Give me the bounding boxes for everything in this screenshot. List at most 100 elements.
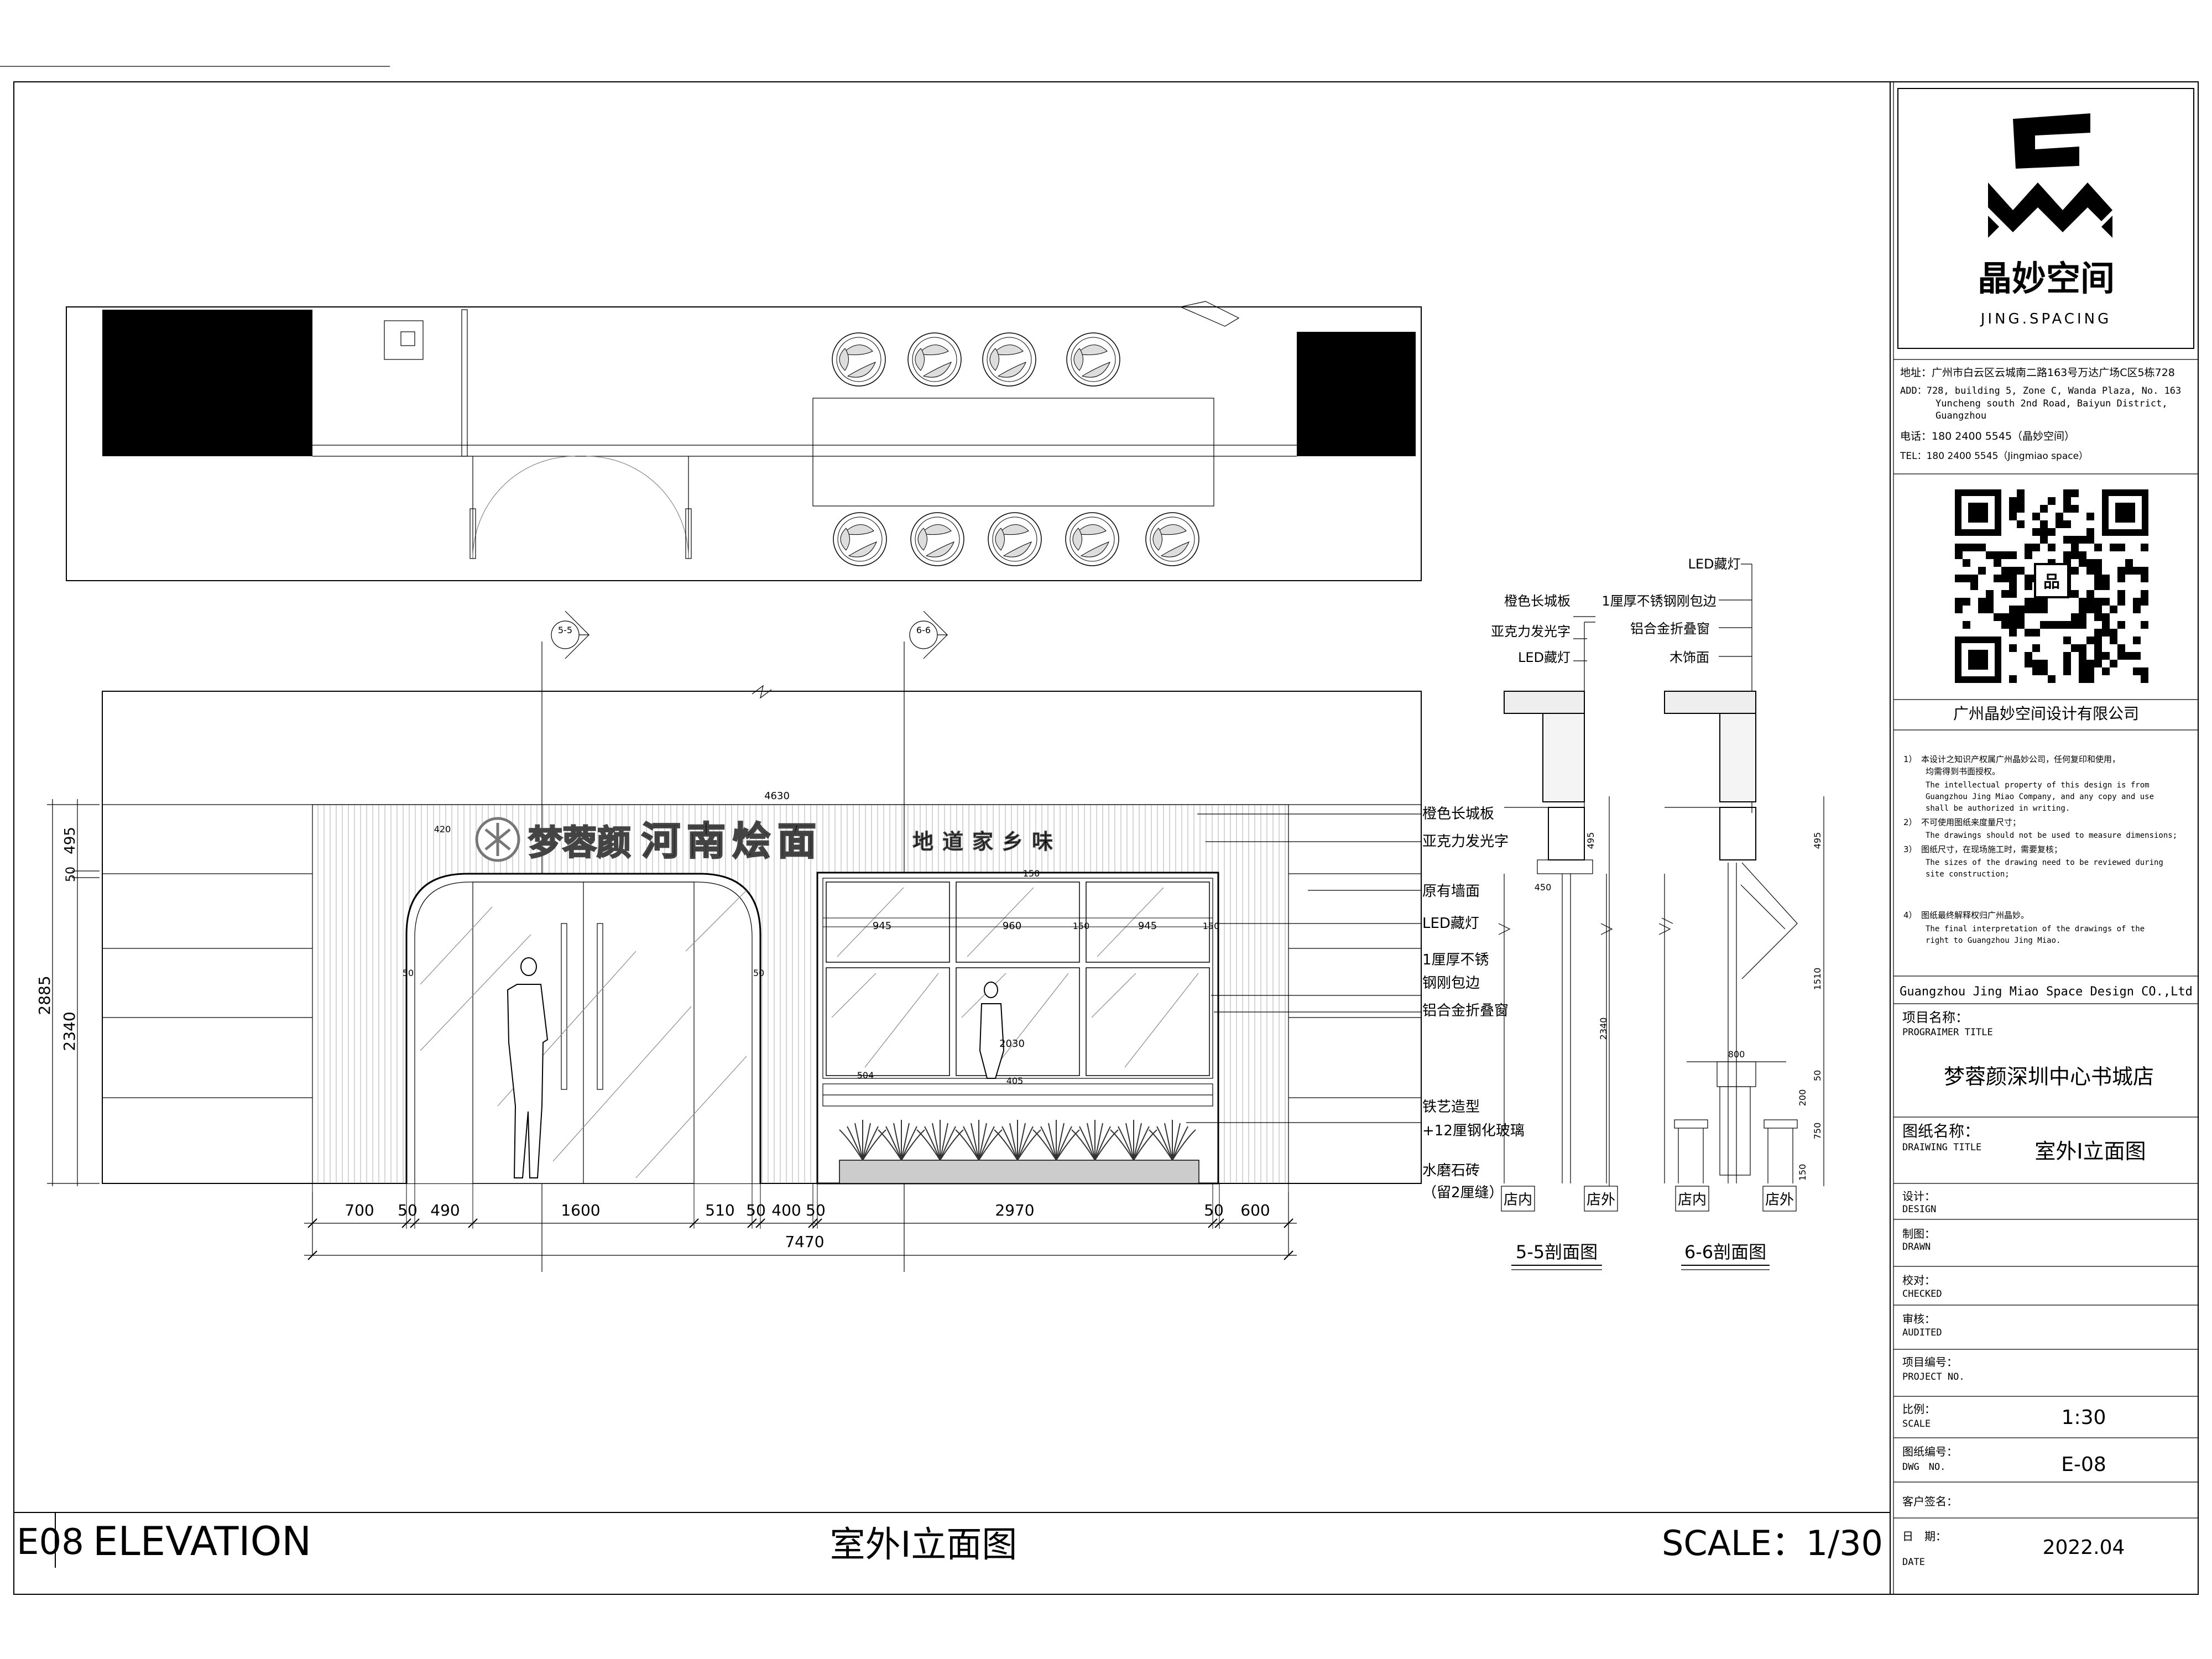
note-line: right to Guangzhou Jing Miao. — [1926, 936, 2060, 945]
section-callout: LED藏灯 — [1688, 556, 1740, 572]
dim-label: 50 — [753, 968, 764, 978]
company-name-cn: 广州晶妙空间设计有限公司 — [1953, 705, 2139, 723]
person-silhouette — [507, 957, 549, 1178]
logo-text-cn: 晶妙空间 — [1978, 258, 2115, 299]
dim-label: 150 — [1797, 1164, 1808, 1181]
dim-label: 495 — [1585, 832, 1596, 849]
callout: 钢刚包边 — [1422, 975, 1480, 992]
logo-box — [1897, 88, 2194, 349]
window-pane — [956, 967, 1080, 1076]
stool-icon — [832, 332, 886, 387]
design-label-cn: 设计： — [1902, 1190, 1936, 1203]
window-pane — [1086, 967, 1210, 1076]
note-line: site construction; — [1926, 870, 2010, 879]
elevation-callouts: 橙色长城板 亚克力发光字 原有墙面 LED藏灯 1厘厚不锈 钢刚包边 铝合金折叠… — [1186, 806, 1525, 1201]
client-label-cn: 客户签名： — [1902, 1495, 1958, 1508]
drawing-value: 室外Ⅰ立面图 — [2034, 1139, 2146, 1164]
dwgno-label-en: DWG NO. — [1902, 1462, 1945, 1473]
signage: 梦蓉颜 河南烩面 地道家乡味 — [475, 817, 1062, 864]
callout: 铁艺造型 — [1422, 1099, 1480, 1115]
dim-label: 800 — [1728, 1049, 1745, 1060]
plan-door-swing — [472, 456, 576, 559]
date-value: 2022.04 — [2043, 1536, 2125, 1559]
audited-label-cn: 审核： — [1902, 1312, 1936, 1326]
dim-label: 504 — [857, 1070, 874, 1081]
note-line: The final interpretation of the drawings… — [1926, 925, 2145, 933]
scale-value: 1:30 — [2062, 1406, 2106, 1429]
dim-label: 50 — [1812, 1070, 1823, 1081]
section-tag-5-5: 5-5 — [558, 625, 572, 635]
dim-label: 50 — [746, 1201, 766, 1219]
stool-icon — [907, 332, 962, 387]
door-handle — [561, 923, 567, 1090]
project-label-en: PROGRAIMER TITLE — [1902, 1027, 1993, 1038]
footer-code: E08 — [17, 1522, 84, 1563]
project-value: 梦蓉颜深圳中心书城店 — [1944, 1065, 2154, 1089]
company-name-en: Guangzhou Jing Miao Space Design CO.,Ltd — [1900, 985, 2193, 999]
phone-en: TEL：180 2400 5545（Jingmiao space） — [1900, 451, 2088, 462]
section-6-6: LED藏灯 1厘厚不锈钢刚包边 铝合金折叠窗 木饰面 495 1510 800 … — [1601, 556, 1824, 1270]
label-outside: 店外 — [1587, 1192, 1615, 1208]
callout: 亚克力发光字 — [1422, 833, 1509, 850]
plan-sink — [384, 320, 424, 360]
plant-icon — [994, 1120, 1041, 1161]
dim-label: 945 — [1138, 920, 1157, 932]
logo-text-en: JING.SPACING — [1980, 311, 2111, 327]
callout: （留2厘缝） — [1422, 1185, 1504, 1201]
sign-brand: 梦蓉颜 — [528, 822, 631, 863]
plan-stools-bottom — [833, 512, 1199, 566]
design-label-en: DESIGN — [1902, 1204, 1936, 1215]
date-label-cn: 日 期： — [1902, 1530, 1947, 1543]
footer-label: ELEVATION — [93, 1518, 311, 1564]
note-line: The intellectual property of this design… — [1926, 781, 2150, 790]
plant-icon — [1149, 1120, 1196, 1161]
label-box — [1584, 1186, 1618, 1212]
section-callout: 铝合金折叠窗 — [1630, 621, 1710, 637]
sign-sub: 地道家乡味 — [912, 830, 1062, 854]
note-line: shall be authorized in writing. — [1926, 804, 2070, 813]
drawn-label-cn: 制图： — [1902, 1227, 1936, 1240]
phone-cn: 电话：180 2400 5545（晶妙空间） — [1900, 430, 2075, 442]
dwgno-value: E-08 — [2061, 1453, 2106, 1476]
section-5-5: 橙色长城板 亚克力发光字 LED藏灯 450 495 2340 店内 店外 5-… — [1491, 593, 1618, 1270]
dim-label: 495 — [62, 827, 79, 854]
dim-label: 2885 — [35, 975, 54, 1015]
callout: 原有墙面 — [1422, 883, 1480, 900]
notes-block: 1） 本设计之知识产权属广州晶妙公司，任何复印和使用， 均需得到书面授权。 Th… — [1903, 754, 2177, 945]
plan-partition — [461, 309, 468, 457]
floor-plan — [66, 301, 1422, 581]
dim-label: 700 — [345, 1201, 374, 1219]
dim-label: 2030 — [999, 1038, 1025, 1050]
callout: 铝合金折叠窗 — [1422, 1003, 1509, 1019]
plant-icon — [1110, 1120, 1157, 1161]
dim-label: 1510 — [1812, 968, 1823, 990]
plant-icon — [916, 1120, 964, 1161]
section-tag-6-6: 6-6 — [916, 625, 931, 635]
date-label-en: DATE — [1902, 1557, 1925, 1568]
dim-label: 750 — [1812, 1123, 1823, 1140]
planter-plants — [839, 1120, 1196, 1161]
plant-icon — [878, 1120, 925, 1161]
logo-mark-icon — [1988, 113, 2112, 238]
dim-label: 960 — [1003, 920, 1021, 932]
section-callout: 木饰面 — [1670, 650, 1709, 665]
stool-icon — [1145, 512, 1199, 566]
elevation: 梦蓉颜 河南烩面 地道家乡味 橙色长城板 亚克力发光字 原有墙面 LED藏灯 1… — [35, 685, 1525, 1260]
callout: 1厘厚不锈 — [1422, 952, 1489, 968]
scale-label-cn: 比例： — [1902, 1402, 1936, 1416]
break-symbol — [752, 685, 772, 699]
dim-label: 600 — [1240, 1201, 1270, 1219]
callout: 水磨石砖 — [1422, 1162, 1480, 1179]
checked-label-en: CHECKED — [1902, 1288, 1942, 1300]
note-line: 4） 图纸最终解释权归广州晶妙。 — [1903, 910, 2029, 920]
left-dimension-chain: 495 50 2885 2340 — [35, 799, 100, 1186]
note-line: 2） 不可使用图纸来度量尺寸； — [1903, 817, 2021, 827]
note-line: The drawings should not be used to measu… — [1926, 831, 2177, 840]
planter-box — [839, 1160, 1199, 1184]
audited-label-en: AUDITED — [1902, 1327, 1942, 1338]
folding-window-panes — [822, 881, 1213, 1076]
stool — [1674, 1119, 1708, 1129]
dim-label: 50 — [398, 1201, 418, 1219]
title-block: 晶妙空间 JING.SPACING 地址：广州市白云区云城南二路163号万达广场… — [1893, 88, 2198, 1568]
